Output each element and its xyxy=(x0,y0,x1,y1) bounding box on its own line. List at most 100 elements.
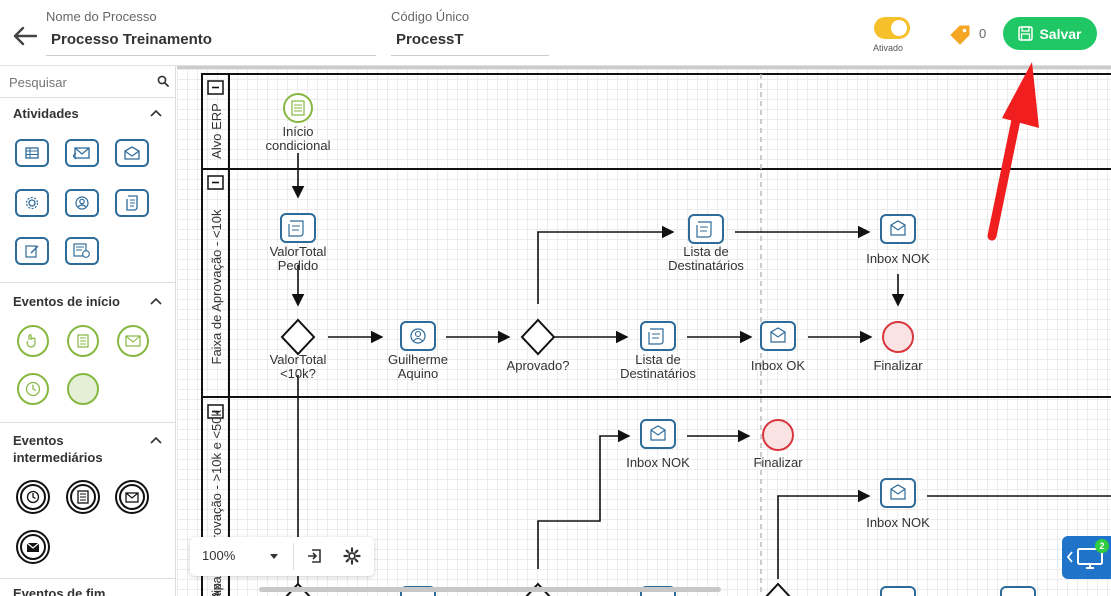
process-name-label: Nome do Processo xyxy=(46,9,157,24)
unique-code-underline xyxy=(391,55,549,56)
node-label: condicional xyxy=(265,138,330,153)
mail-task-tool[interactable] xyxy=(115,139,149,167)
node-label: Destinatários xyxy=(668,258,744,273)
node-label: Início xyxy=(282,124,313,139)
lane-collapse-button[interactable] xyxy=(207,404,224,419)
script-task-lista-destinatarios-mid[interactable] xyxy=(640,321,676,351)
search-bar xyxy=(0,66,175,98)
node-label: Inbox NOK xyxy=(866,515,930,530)
diagram-canvas[interactable]: Alvo ERP Faixa de Aprovação - <10k Faixa… xyxy=(177,66,1111,596)
unique-code-value[interactable]: ProcessT xyxy=(396,31,464,48)
gear-icon xyxy=(25,196,39,210)
lane-label: Faixa de Aprovação - <10k xyxy=(209,209,224,365)
section-title-end-events: Eventos de fim xyxy=(13,586,106,596)
toggle-label: Ativado xyxy=(873,43,904,53)
start-event-none-tool[interactable] xyxy=(67,373,99,405)
end-event-finalizar-lane2[interactable] xyxy=(762,419,794,451)
mail-task-inbox-nok-lane2[interactable] xyxy=(640,419,676,449)
chevron-left-icon xyxy=(1066,551,1073,563)
start-event-timer-tool[interactable] xyxy=(17,373,49,405)
intermediate-conditional-event-tool[interactable] xyxy=(66,480,100,514)
lane-label: Ap xyxy=(209,583,224,596)
toolbar-divider xyxy=(293,543,294,570)
business-rule-task-tool[interactable] xyxy=(65,237,99,265)
edit-icon xyxy=(25,245,39,258)
start-event-message-tool[interactable] xyxy=(117,325,149,357)
lane-label: Alvo ERP xyxy=(209,103,224,159)
gear-icon[interactable] xyxy=(343,547,361,565)
document-icon xyxy=(77,334,89,348)
chevron-up-icon[interactable] xyxy=(150,436,162,444)
node-label: Finalizar xyxy=(873,358,923,373)
save-button[interactable]: Salvar xyxy=(1003,17,1097,50)
form-settings-icon xyxy=(73,243,90,258)
end-event-finalizar[interactable] xyxy=(882,321,914,353)
start-event-conditional[interactable] xyxy=(283,93,313,123)
user-task-guilherme-aquino[interactable] xyxy=(400,321,436,351)
script-task-valor-total-pedido[interactable] xyxy=(280,213,316,243)
user-task-table-tool[interactable] xyxy=(15,139,49,167)
script-task-lista-destinatarios-top[interactable] xyxy=(688,214,724,244)
tag-icon[interactable] xyxy=(948,22,972,46)
start-event-conditional-tool[interactable] xyxy=(67,325,99,357)
unique-code-label: Código Único xyxy=(391,9,470,24)
zoom-value[interactable]: 100% xyxy=(202,548,236,563)
process-name-value[interactable]: Processo Treinamento xyxy=(51,31,212,48)
intermediate-message-throw-event-tool[interactable] xyxy=(16,530,50,564)
active-toggle[interactable] xyxy=(874,17,910,39)
envelope-filled-icon xyxy=(26,542,40,552)
section-divider xyxy=(0,578,175,579)
section-title-intermediate-events: Eventos intermediários xyxy=(13,433,103,465)
lane-collapse-button[interactable] xyxy=(207,175,224,190)
intermediate-message-catch-event-tool[interactable] xyxy=(115,480,149,514)
user-task-tool[interactable] xyxy=(65,189,99,217)
mail-task-inbox-nok-top[interactable] xyxy=(880,214,916,244)
mail-open-icon xyxy=(124,146,140,160)
red-arrow-annotation-icon xyxy=(987,62,1039,241)
script-icon xyxy=(126,195,138,211)
chevron-up-icon[interactable] xyxy=(150,297,162,305)
gateway-partial[interactable] xyxy=(764,582,792,596)
node-label: Aprovado? xyxy=(507,358,570,373)
pool-border xyxy=(201,73,1111,596)
mail-task-inbox-ok[interactable] xyxy=(760,321,796,351)
toggle-knob xyxy=(891,20,907,36)
lane-collapse-button[interactable] xyxy=(207,80,224,95)
mail-task-inbox-nok-lane2-right[interactable] xyxy=(880,478,916,508)
intermediate-timer-event-tool[interactable] xyxy=(16,480,50,514)
exclusive-gateway-valor-total[interactable] xyxy=(280,318,316,356)
exclusive-gateway-aprovado[interactable] xyxy=(520,318,556,356)
clock-icon xyxy=(26,490,40,504)
section-title-activities: Atividades xyxy=(13,106,79,121)
component-sidebar: Atividades Eventos de início Eventos xyxy=(0,66,176,596)
zoom-toolbar: 100% xyxy=(190,537,374,576)
chevron-up-icon[interactable] xyxy=(150,109,162,117)
service-task-tool[interactable] xyxy=(15,189,49,217)
envelope-icon xyxy=(125,491,139,503)
send-receive-mail-tool[interactable] xyxy=(65,139,99,167)
notification-badge: 2 xyxy=(1095,539,1109,553)
zoom-dropdown-caret-icon[interactable] xyxy=(270,554,278,559)
search-icon[interactable] xyxy=(157,75,169,87)
manual-task-tool[interactable] xyxy=(15,237,49,265)
node-label: Inbox NOK xyxy=(866,251,930,266)
search-input[interactable] xyxy=(9,73,149,91)
back-arrow-icon[interactable] xyxy=(12,24,38,48)
section-title-start-events: Eventos de início xyxy=(13,294,120,309)
clock-icon xyxy=(25,381,41,397)
task-partial[interactable] xyxy=(1000,586,1036,596)
node-label: ValorTotal xyxy=(270,244,327,259)
support-widget-button[interactable]: 2 xyxy=(1062,536,1111,579)
document-icon xyxy=(77,490,89,504)
envelope-icon xyxy=(125,335,141,347)
header: Nome do Processo Processo Treinamento Có… xyxy=(0,0,1111,66)
bpmn-diagram: Alvo ERP Faixa de Aprovação - <10k Faixa… xyxy=(201,73,1111,596)
start-event-manual-tool[interactable] xyxy=(17,325,49,357)
script-task-tool[interactable] xyxy=(115,189,149,217)
node-label: Inbox NOK xyxy=(626,455,690,470)
node-label: Inbox OK xyxy=(751,358,806,373)
task-partial[interactable] xyxy=(880,586,916,596)
fit-to-screen-icon[interactable] xyxy=(306,547,324,565)
horizontal-scrollbar[interactable] xyxy=(259,587,721,592)
node-label: Lista de xyxy=(683,244,729,259)
